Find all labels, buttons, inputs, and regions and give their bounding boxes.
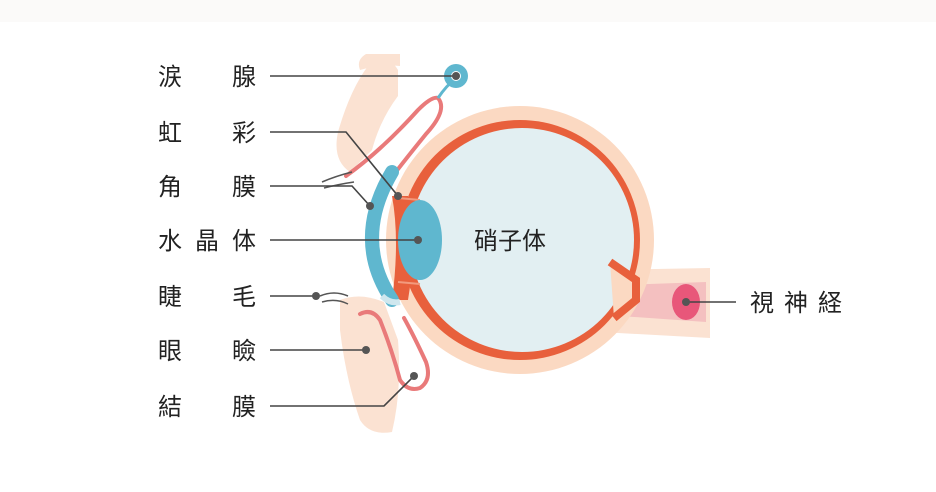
- svg-text:虹: 虹: [158, 119, 182, 147]
- top-band: [0, 0, 936, 22]
- lower-conjunctiva: [358, 310, 430, 391]
- label-cornea: 角 膜: [158, 173, 256, 201]
- upper-eyelid: [336, 58, 398, 173]
- svg-text:神: 神: [784, 289, 808, 317]
- svg-text:眼: 眼: [158, 337, 182, 365]
- svg-text:水: 水: [158, 227, 182, 255]
- svg-text:角: 角: [158, 173, 182, 201]
- svg-text:彩: 彩: [232, 119, 256, 147]
- leader-cornea: [270, 185, 371, 207]
- svg-text:毛: 毛: [232, 283, 256, 311]
- label-eyelid: 眼 瞼: [158, 337, 256, 365]
- svg-text:瞼: 瞼: [232, 337, 256, 365]
- leader-conjunctiva: [270, 375, 415, 407]
- leader-iris: [270, 131, 399, 197]
- label-optic-nerve: 視 神 経: [750, 289, 842, 317]
- svg-text:結: 結: [158, 393, 182, 421]
- lower-eyelash: [319, 292, 349, 297]
- lower-eyelid: [340, 296, 400, 433]
- svg-text:腺: 腺: [232, 63, 256, 91]
- upper-conjunctiva: [344, 95, 443, 192]
- svg-text:膜: 膜: [232, 173, 256, 201]
- svg-text:視: 視: [750, 289, 774, 317]
- svg-text:経: 経: [818, 289, 842, 317]
- label-conjunctiva: 結 膜: [158, 393, 256, 421]
- svg-text:膜: 膜: [232, 393, 256, 421]
- label-lens: 水 晶 体: [158, 227, 256, 255]
- label-lacrimal-gland: 涙 腺: [158, 63, 256, 91]
- svg-text:晶: 晶: [195, 227, 219, 255]
- cornea: [365, 165, 399, 307]
- label-vitreous-body: 硝子体: [474, 227, 546, 255]
- svg-text:睫: 睫: [158, 283, 182, 311]
- label-eyelash: 睫 毛: [158, 283, 256, 311]
- upper-eyelash: [321, 171, 353, 183]
- svg-text:体: 体: [232, 227, 256, 255]
- svg-text:涙: 涙: [158, 63, 182, 91]
- vitreous-body: [410, 128, 634, 352]
- label-iris: 虹 彩: [158, 119, 256, 147]
